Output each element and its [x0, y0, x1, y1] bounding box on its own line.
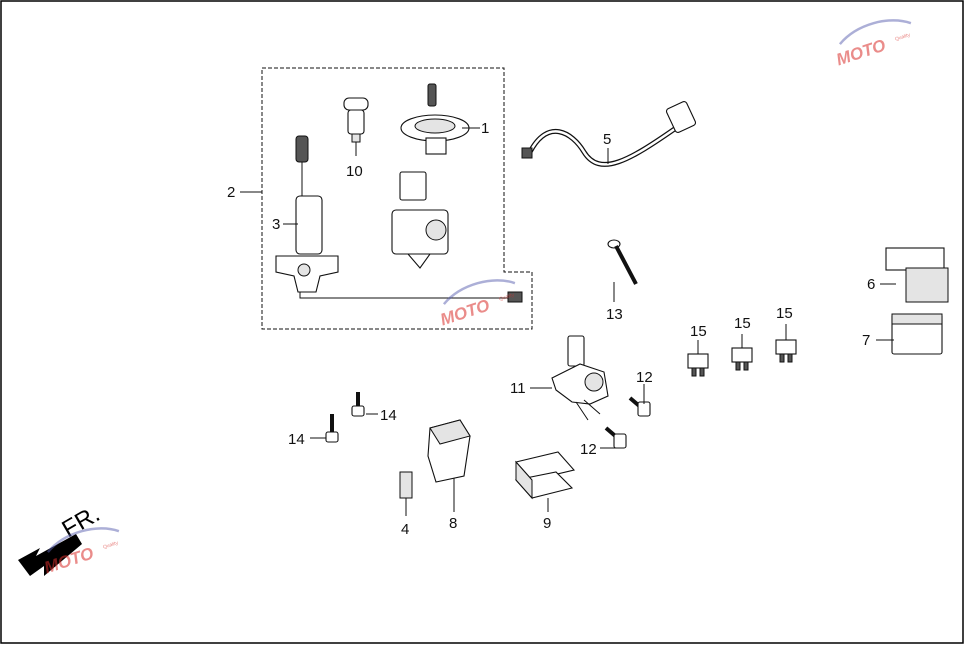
callout-14-lower: 14 — [288, 431, 305, 448]
callout-7: 7 — [862, 332, 870, 349]
moto-logo-icon: MOTO Quality — [834, 19, 911, 69]
part-wiring-harness — [521, 101, 697, 167]
watermark-subtext-top: Quality — [894, 32, 911, 43]
watermark-subtext-middle: Quality — [498, 292, 515, 303]
key-set-group-box — [261, 67, 533, 330]
part-helmet-lock — [551, 335, 609, 421]
callout-2: 2 — [227, 184, 235, 201]
part-control-unit — [427, 419, 471, 492]
callout-12-lower: 12 — [580, 441, 597, 458]
watermark-subtext-bottom: Quality — [102, 540, 119, 551]
part-fuse-b — [731, 347, 753, 371]
callout-10: 10 — [346, 163, 363, 180]
part-fuse-c — [775, 339, 797, 363]
callout-3: 3 — [272, 216, 280, 233]
callout-15-a: 15 — [690, 323, 707, 340]
callout-1: 1 — [481, 120, 489, 137]
callout-4: 4 — [401, 521, 409, 538]
part-bolt-13 — [607, 239, 638, 285]
part-fuel-cap-lock — [400, 83, 470, 155]
callout-8: 8 — [449, 515, 457, 532]
part-screw-14-upper — [351, 392, 365, 417]
part-seat-lock-cylinder — [343, 97, 369, 143]
callout-13: 13 — [606, 306, 623, 323]
part-ignition-switch — [275, 135, 523, 303]
part-screw-14-lower — [325, 414, 339, 443]
callout-6: 6 — [867, 276, 875, 293]
arrow-front-icon — [18, 534, 82, 576]
callout-11: 11 — [510, 380, 526, 397]
leader-lines — [240, 127, 896, 516]
callout-9: 9 — [543, 515, 551, 532]
part-small-sleeve — [399, 471, 413, 499]
callout-12-upper: 12 — [636, 369, 653, 386]
callout-14-upper: 14 — [380, 407, 397, 424]
callout-15-b: 15 — [734, 315, 751, 332]
part-bolt-12-lower — [604, 426, 627, 449]
part-fuse-a — [687, 353, 709, 377]
part-bolt-12-upper — [628, 396, 651, 417]
callout-15-c: 15 — [776, 305, 793, 322]
callout-5: 5 — [603, 131, 611, 148]
part-rubber-mount — [514, 451, 576, 500]
part-relay-cover — [891, 313, 943, 355]
part-relay — [885, 247, 949, 303]
part-seat-lock-assembly — [391, 171, 449, 269]
